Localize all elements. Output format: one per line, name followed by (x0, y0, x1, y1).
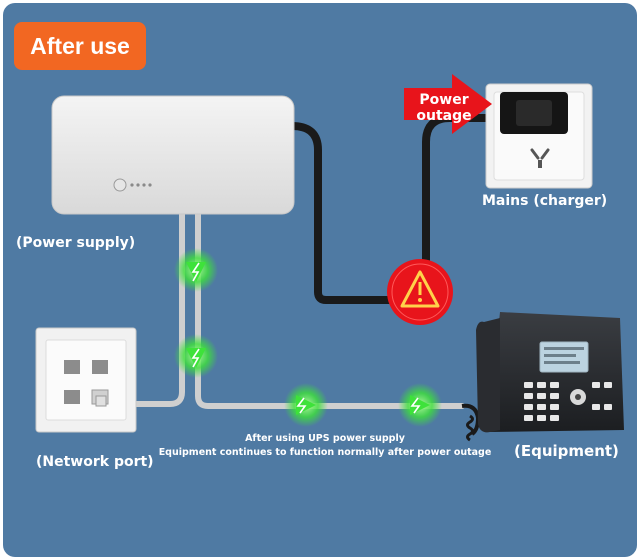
power-supply-label: (Power supply) (16, 235, 136, 251)
battery-indicator-icon (113, 178, 152, 192)
network-cable-a (109, 209, 185, 407)
lightning-arrow-icon (174, 248, 218, 292)
caption-line1: After using UPS power supply (245, 433, 405, 444)
lightning-arrow-icon (174, 334, 218, 378)
phone-coil (466, 414, 474, 442)
power-outage-label-line1: Power (419, 92, 469, 108)
warning-icon (387, 259, 453, 325)
network-port-label: (Network port) (36, 454, 154, 470)
mains-outlet (485, 83, 593, 189)
lightning-arrow-icon (398, 383, 442, 427)
mains-label: Mains (charger) (482, 193, 608, 209)
network-cable-b (195, 209, 465, 409)
caption: After using UPS power supply Equipment c… (150, 432, 500, 460)
ups-device (51, 95, 295, 215)
power-outage-arrow-icon (404, 74, 492, 134)
power-outage-label: Power outage (408, 92, 480, 124)
title-badge: After use (14, 22, 146, 70)
caption-line2: Equipment continues to function normally… (158, 447, 492, 458)
power-outage-label-line2: outage (416, 108, 472, 124)
network-port-plate (35, 327, 137, 433)
equipment-label: (Equipment) (514, 442, 619, 460)
ip-phone (476, 312, 624, 433)
lightning-arrow-icon (284, 383, 328, 427)
